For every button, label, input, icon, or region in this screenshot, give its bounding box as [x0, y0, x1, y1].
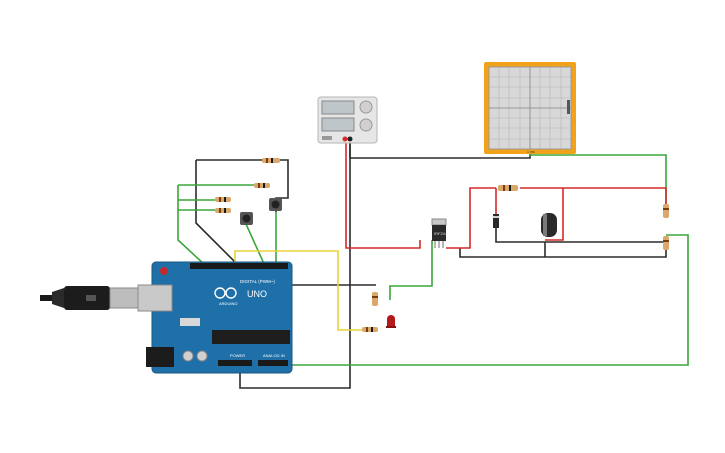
oscilloscope[interactable]: 1 ms: [484, 62, 576, 154]
resistor-led[interactable]: [362, 327, 378, 332]
psu-terminal-pos[interactable]: [342, 136, 348, 142]
analog-label: ANALOG IN: [263, 353, 285, 358]
oscilloscope-time-label: 1 ms: [527, 150, 535, 154]
led[interactable]: [386, 315, 396, 328]
wire-red-circuit-top[interactable]: [446, 187, 667, 249]
resistor-3[interactable]: [215, 197, 231, 202]
resistor-right-2[interactable]: [663, 236, 669, 250]
power-header[interactable]: [218, 360, 252, 366]
resistors: [215, 158, 669, 332]
usb-cable[interactable]: [40, 286, 139, 310]
psu-display-current: [321, 117, 355, 132]
microcontroller-chip: [212, 330, 290, 344]
wire-green-left-top[interactable]: [178, 184, 254, 211]
wire-red-psu-to-mosfet[interactable]: [345, 142, 421, 249]
psu-display-voltage: [321, 100, 355, 115]
arduino-uno[interactable]: DIGITAL (PWM~) UNO ARDUINO POWER ANALOG …: [137, 261, 293, 374]
resistor-top-circuit[interactable]: [498, 185, 518, 191]
resistor-4[interactable]: [215, 208, 231, 213]
wire-green-right-long[interactable]: [290, 234, 689, 366]
pushbutton-2[interactable]: [269, 198, 282, 211]
usb-b-port[interactable]: [137, 284, 173, 312]
wire-yellow[interactable]: [234, 250, 362, 331]
power-supply[interactable]: [317, 96, 378, 144]
resistor-top[interactable]: [262, 158, 280, 163]
power-label: POWER: [230, 353, 245, 358]
arduino-logo: [214, 287, 237, 299]
arduino-brand: UNO: [247, 289, 267, 299]
dc-power-jack[interactable]: [146, 347, 174, 367]
reset-button[interactable]: [160, 267, 168, 275]
capacitor[interactable]: [541, 213, 557, 237]
digital-header[interactable]: [190, 263, 288, 269]
psu-knob-current[interactable]: [359, 118, 373, 132]
resistor-mosfet-gate[interactable]: [372, 292, 378, 306]
digital-header-label: DIGITAL (PWM~): [240, 279, 275, 284]
wire-black-cap[interactable]: [495, 228, 666, 257]
mosfet[interactable]: IRFZ44: [431, 218, 448, 248]
wire-black-lower-rail[interactable]: [459, 248, 667, 258]
diode[interactable]: [493, 214, 499, 228]
resistor-2[interactable]: [254, 183, 270, 188]
pushbutton-1[interactable]: [240, 212, 253, 225]
analog-header[interactable]: [258, 360, 288, 366]
psu-knob-voltage[interactable]: [359, 100, 373, 114]
arduino-maker: ARDUINO: [219, 301, 237, 306]
wire-green-button-a[interactable]: [245, 212, 277, 267]
wire-green-scope-signal[interactable]: [529, 150, 667, 206]
mosfet-label: IRFZ44: [434, 231, 448, 236]
resistor-right-1[interactable]: [663, 204, 669, 218]
wire-green-mosfet[interactable]: [389, 240, 433, 300]
wire-black-arduino-gnd-loop[interactable]: [239, 142, 351, 389]
psu-terminal-neg[interactable]: [347, 136, 353, 142]
